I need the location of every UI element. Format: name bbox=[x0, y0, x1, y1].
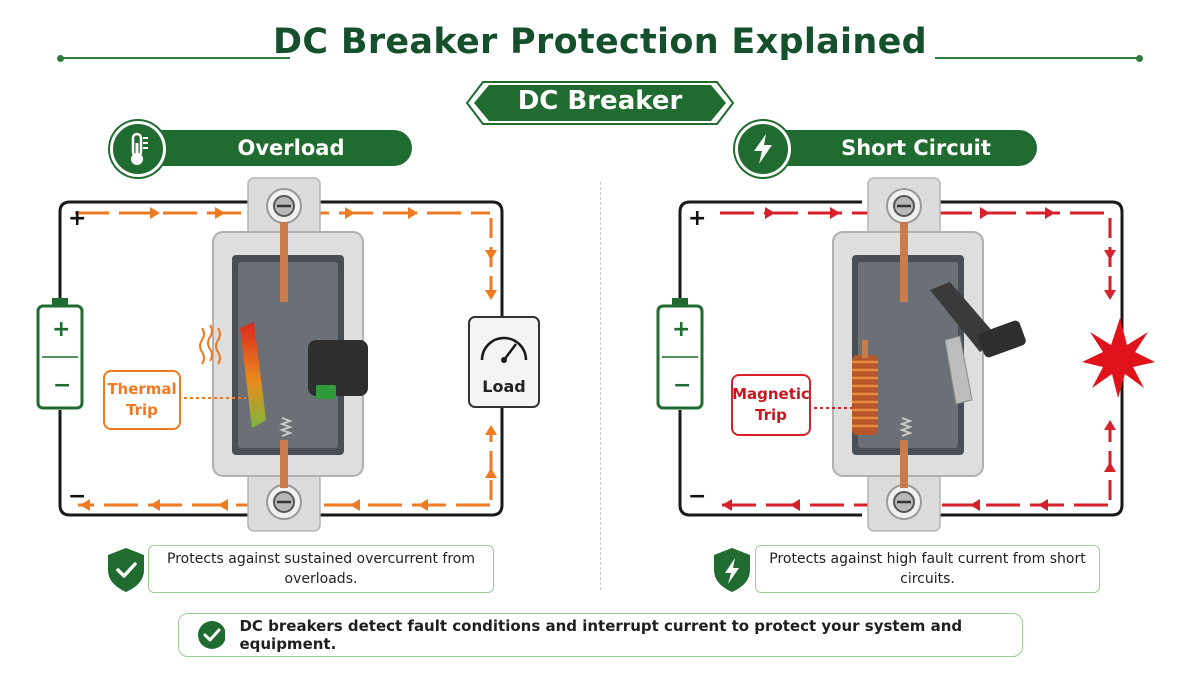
shield-check-icon bbox=[108, 548, 144, 592]
check-circle-icon bbox=[198, 621, 226, 649]
thermometer-icon bbox=[110, 121, 166, 177]
center-divider bbox=[600, 182, 601, 590]
overload-lower-contact bbox=[280, 440, 288, 488]
overload-minus-sign: − bbox=[68, 484, 87, 509]
overload-arrowheads-top bbox=[150, 207, 418, 219]
short-circuit-heading-label: Short Circuit bbox=[841, 136, 991, 160]
battery-minus: − bbox=[53, 373, 72, 398]
battery-plus: + bbox=[52, 317, 71, 342]
battery-icon-short bbox=[656, 298, 704, 410]
title-rule-left bbox=[57, 54, 290, 62]
magnetic-coil bbox=[852, 340, 878, 435]
overload-heading-label: Overload bbox=[237, 136, 345, 160]
battery-minus-short: − bbox=[673, 373, 692, 398]
banner-label: DC Breaker bbox=[517, 86, 683, 116]
short-circuit-circuit: × bbox=[656, 177, 1155, 532]
overload-wire-bottom-left bbox=[58, 410, 262, 517]
battery-plus-short: + bbox=[672, 317, 691, 342]
overload-spring bbox=[279, 417, 293, 437]
shield-lightning-icon bbox=[714, 548, 750, 592]
short-minus-sign: − bbox=[688, 484, 707, 509]
overload-plus-sign: + bbox=[68, 206, 87, 231]
overload-circuit bbox=[36, 177, 540, 532]
heat-waves-icon bbox=[199, 324, 221, 365]
load-label: Load bbox=[482, 377, 526, 396]
short-plus-sign: + bbox=[688, 206, 707, 231]
short-circuit-heading: Short Circuit bbox=[775, 130, 1037, 166]
title-rule-right bbox=[935, 54, 1143, 62]
banner-shape bbox=[465, 81, 735, 125]
thermal-trip-label: Thermal Trip bbox=[103, 370, 181, 430]
overload-note: Protects against sustained overcurrent f… bbox=[148, 545, 494, 593]
overload-heading: Overload bbox=[150, 130, 412, 166]
magnetic-trip-label: Magnetic Trip bbox=[731, 374, 811, 436]
overload-wire-top-left bbox=[58, 200, 260, 300]
fault-burst-icon bbox=[1082, 318, 1155, 398]
footer-text: DC breakers detect fault conditions and … bbox=[239, 617, 963, 653]
load-meter bbox=[468, 316, 540, 408]
overload-handle bbox=[308, 340, 368, 399]
overload-terminal-screws bbox=[266, 188, 302, 520]
bimetal-strip bbox=[240, 322, 266, 428]
page-title: DC Breaker Protection Explained bbox=[273, 22, 927, 62]
lightning-icon bbox=[735, 121, 791, 177]
battery-icon bbox=[36, 298, 84, 410]
short-circuit-handle-tripped bbox=[930, 282, 1026, 405]
short-circuit-note: Protects against high fault current from… bbox=[755, 545, 1100, 593]
footer-note: DC breakers detect fault conditions and … bbox=[178, 613, 1023, 657]
overload-upper-contact bbox=[280, 222, 288, 302]
